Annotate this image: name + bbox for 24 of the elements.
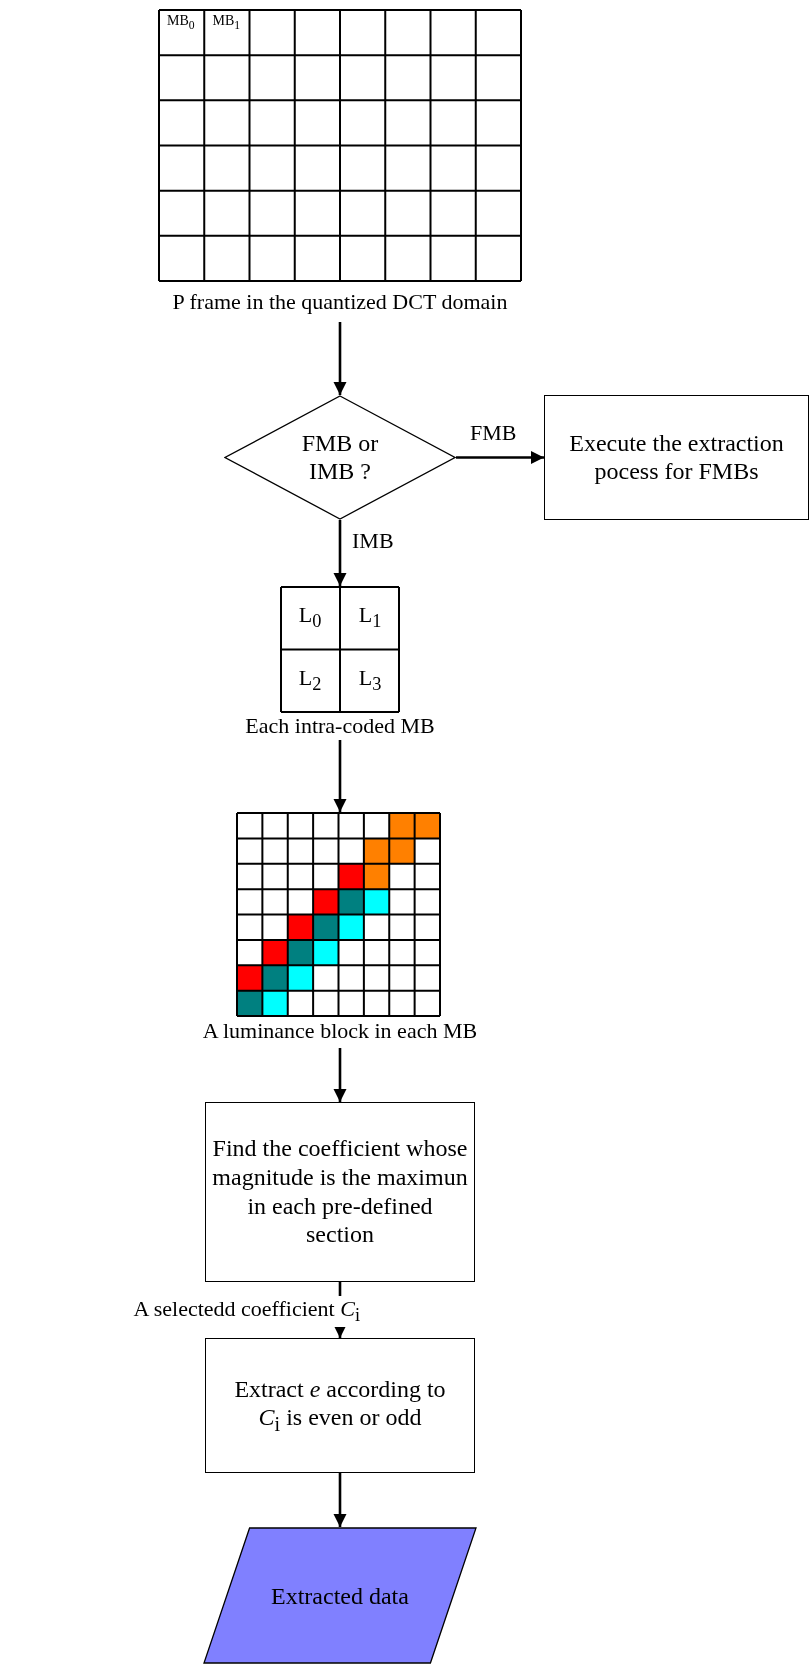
process-box bbox=[205, 1102, 475, 1282]
cell-label: L$_{2}$ bbox=[297, 665, 323, 697]
process-box bbox=[205, 1338, 475, 1473]
process-text: Extract e according to C$_{i}$ is even or odd bbox=[233, 1374, 447, 1437]
edge-label: A selectedd coefficient C$_{i}$ bbox=[133, 1296, 360, 1328]
cell-label: MB$_{1}$ bbox=[211, 13, 242, 33]
arrow bbox=[333, 1048, 347, 1102]
node-label: A luminance block in each MB bbox=[201, 1018, 479, 1045]
cell-label: L$_{0}$ bbox=[297, 601, 323, 634]
decision-text: FMB or IMB ? bbox=[300, 428, 380, 487]
process-text: Find the coefficient whose magnitude is the maximun in each pre-defined section bbox=[212, 1134, 468, 1250]
arrow bbox=[333, 520, 347, 586]
arrow bbox=[333, 1473, 347, 1527]
arrow bbox=[456, 451, 544, 464]
cell-label: L$_{1}$ bbox=[357, 601, 383, 634]
process-text: Execute the extraction pocess for FMBs bbox=[568, 428, 785, 487]
node-label: P frame in the quantized DCT domain bbox=[171, 289, 509, 316]
arrow bbox=[333, 322, 347, 395]
process-box bbox=[544, 395, 809, 520]
node-label: Each intra-coded MB bbox=[244, 713, 436, 740]
cell-label: L$_{3}$ bbox=[357, 665, 383, 697]
data-text: Extracted data bbox=[270, 1581, 410, 1610]
arrow bbox=[333, 740, 347, 812]
cell-label: MB$_{0}$ bbox=[165, 13, 196, 33]
